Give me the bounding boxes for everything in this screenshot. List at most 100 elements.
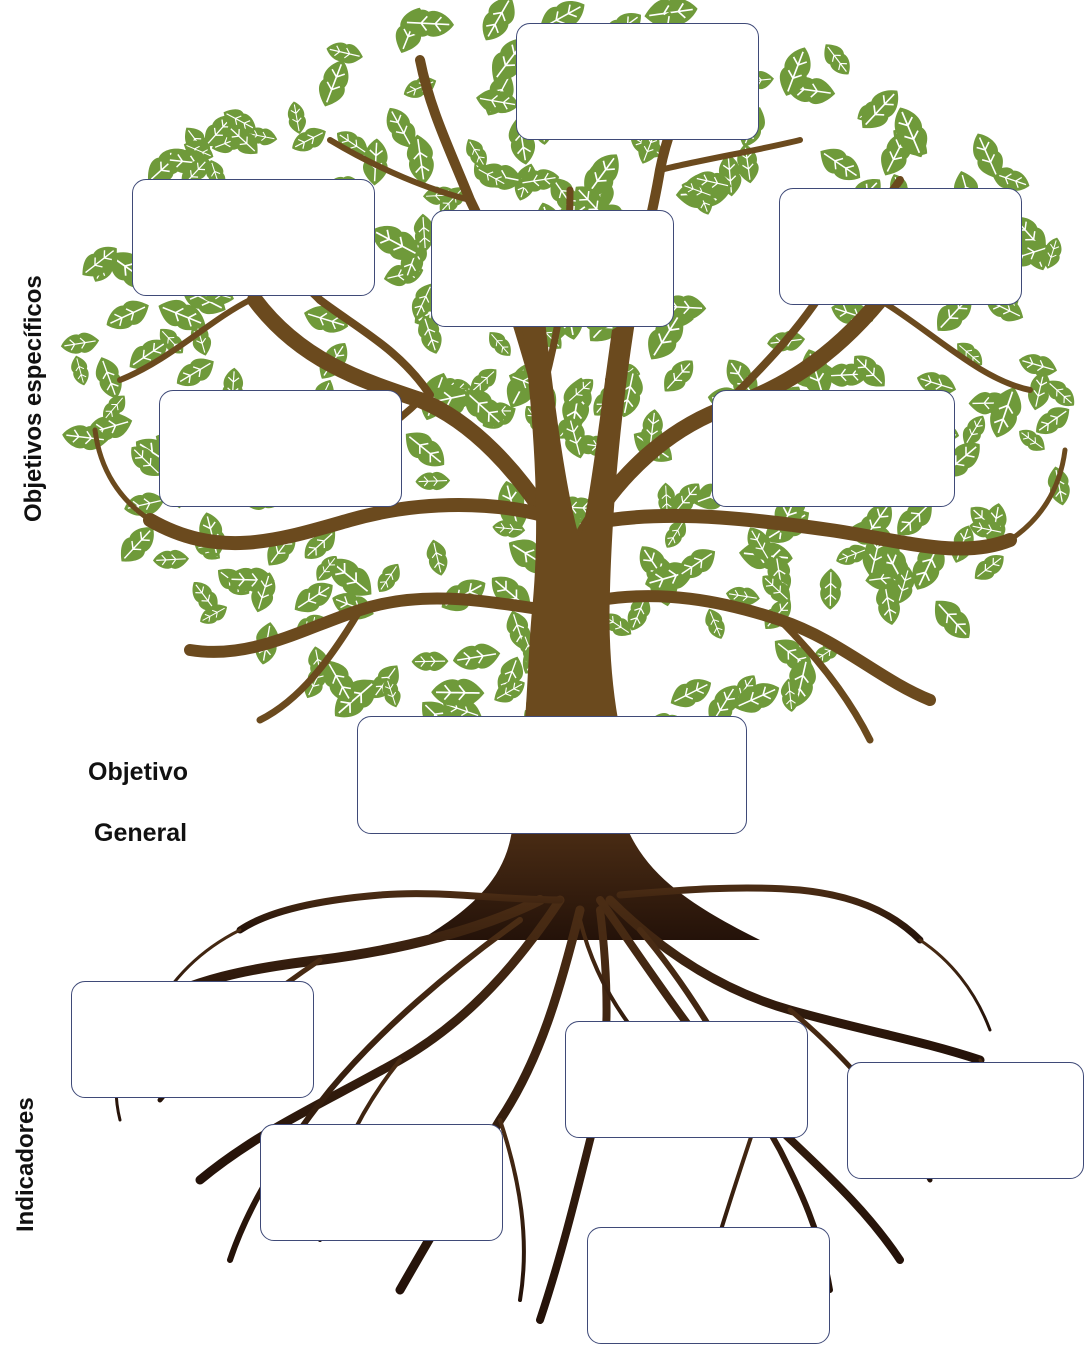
leaf xyxy=(670,679,712,708)
leaf xyxy=(708,685,739,725)
branch xyxy=(1007,447,1068,543)
leaf xyxy=(470,368,497,394)
leaf xyxy=(336,131,369,156)
branch xyxy=(143,498,567,551)
leaf xyxy=(431,678,485,707)
leaf xyxy=(120,527,154,562)
leaf xyxy=(820,148,861,181)
leaf xyxy=(129,339,168,370)
leaf xyxy=(294,582,333,613)
leaf xyxy=(329,558,372,596)
leaf xyxy=(644,0,698,28)
leaf xyxy=(319,60,349,107)
leaf xyxy=(316,556,338,581)
leaf xyxy=(518,169,560,192)
leaf xyxy=(853,355,885,387)
general-objective-label-line2: General xyxy=(94,819,188,847)
leaf xyxy=(861,90,899,129)
leaf xyxy=(990,387,1022,438)
leaf xyxy=(386,107,416,148)
leaf xyxy=(95,357,122,399)
branch xyxy=(657,137,803,173)
indicator-box[interactable] xyxy=(71,981,314,1098)
leaf xyxy=(60,332,100,354)
leaf xyxy=(452,643,501,670)
branch xyxy=(256,606,364,724)
tree-trunk xyxy=(520,310,636,730)
leaf xyxy=(657,482,675,516)
leaf xyxy=(1042,237,1062,269)
leaf xyxy=(402,9,455,37)
leaf xyxy=(415,471,451,491)
leaf xyxy=(824,44,850,75)
leaf xyxy=(494,680,525,703)
leaf xyxy=(418,315,442,354)
leaf xyxy=(227,125,258,155)
leaf xyxy=(466,139,487,168)
leaf xyxy=(747,527,773,562)
branch xyxy=(603,508,1017,556)
leaf xyxy=(326,42,363,64)
branch xyxy=(184,592,551,658)
general-objective-label-line1: Objetivo xyxy=(88,758,189,786)
leaf xyxy=(103,395,126,421)
leaf xyxy=(762,575,791,603)
leaf xyxy=(492,520,526,538)
leaf xyxy=(323,660,355,703)
indicator-box[interactable] xyxy=(847,1062,1084,1179)
leaf xyxy=(413,213,434,252)
leaf xyxy=(627,595,651,631)
specific-objective-box[interactable] xyxy=(132,179,375,296)
indicators-label: Indicadores xyxy=(12,1097,39,1232)
leaf xyxy=(1036,407,1070,435)
leaf xyxy=(1047,380,1075,407)
leaf xyxy=(664,360,694,392)
leaf xyxy=(482,0,515,41)
leaf xyxy=(973,133,1003,179)
leaf xyxy=(678,549,716,579)
leaf xyxy=(405,432,445,467)
leaf xyxy=(411,283,436,319)
leaf xyxy=(382,678,401,708)
leaf xyxy=(969,519,1005,540)
branch xyxy=(117,297,253,383)
leaf xyxy=(779,47,811,96)
general-objective-box[interactable] xyxy=(357,716,747,834)
branch xyxy=(92,427,153,523)
specific-objective-box[interactable] xyxy=(779,188,1022,305)
root xyxy=(536,906,611,1324)
leaf xyxy=(287,101,306,135)
leaf xyxy=(192,582,218,612)
indicator-box[interactable] xyxy=(565,1021,808,1138)
leaf xyxy=(464,390,504,427)
leaf xyxy=(152,549,190,569)
leaf xyxy=(705,608,725,639)
leaf xyxy=(176,358,214,387)
leaf xyxy=(1028,371,1051,411)
root xyxy=(227,917,523,1263)
leaf xyxy=(916,372,957,396)
leaf xyxy=(991,167,1030,191)
specific-objective-box[interactable] xyxy=(431,210,674,327)
indicator-box[interactable] xyxy=(587,1227,830,1344)
leaf xyxy=(334,679,376,718)
leaf xyxy=(819,568,842,610)
root xyxy=(918,938,992,1032)
specific-objective-box[interactable] xyxy=(712,390,955,507)
leaf xyxy=(489,332,511,356)
leaf xyxy=(251,572,276,613)
leaf xyxy=(131,446,162,476)
specific-objective-box[interactable] xyxy=(516,23,759,140)
leaf xyxy=(934,600,971,639)
leaf xyxy=(563,416,588,459)
root xyxy=(498,1118,526,1302)
leaf xyxy=(894,107,928,158)
leaf xyxy=(106,300,149,330)
leaf xyxy=(665,520,687,548)
leaf xyxy=(836,544,868,565)
leaf xyxy=(584,154,619,197)
specific-objective-box[interactable] xyxy=(159,390,402,507)
leaf xyxy=(439,187,465,213)
indicator-box[interactable] xyxy=(260,1124,503,1241)
leaf xyxy=(82,246,117,277)
